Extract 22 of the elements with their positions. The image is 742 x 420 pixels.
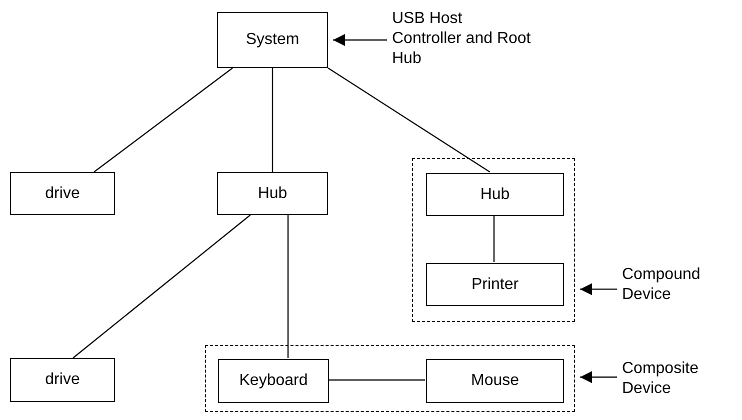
connector-line — [272, 68, 274, 172]
dashed-group-box — [205, 345, 575, 412]
annotation-text: Composite Device — [622, 356, 712, 402]
arrow — [580, 371, 617, 384]
annotation-text: Compound Device — [622, 262, 712, 308]
device-box: Printer — [426, 263, 564, 306]
device-box: Hub — [217, 172, 328, 215]
device-box: drive — [10, 358, 115, 402]
connector-line — [94, 68, 233, 172]
dashed-group-box — [412, 158, 575, 322]
connector-line — [72, 214, 251, 358]
connector-line — [287, 215, 289, 358]
connector-line — [328, 379, 425, 381]
arrow — [333, 34, 387, 46]
device-box: System — [217, 12, 328, 68]
device-box: Mouse — [426, 359, 564, 403]
annotation-text: USB Host Controller and Root Hub — [392, 14, 532, 64]
device-box: Keyboard — [218, 359, 329, 403]
arrow — [580, 283, 617, 296]
device-box: Hub — [426, 173, 564, 216]
connector-line — [493, 215, 495, 262]
device-box: drive — [10, 172, 115, 215]
